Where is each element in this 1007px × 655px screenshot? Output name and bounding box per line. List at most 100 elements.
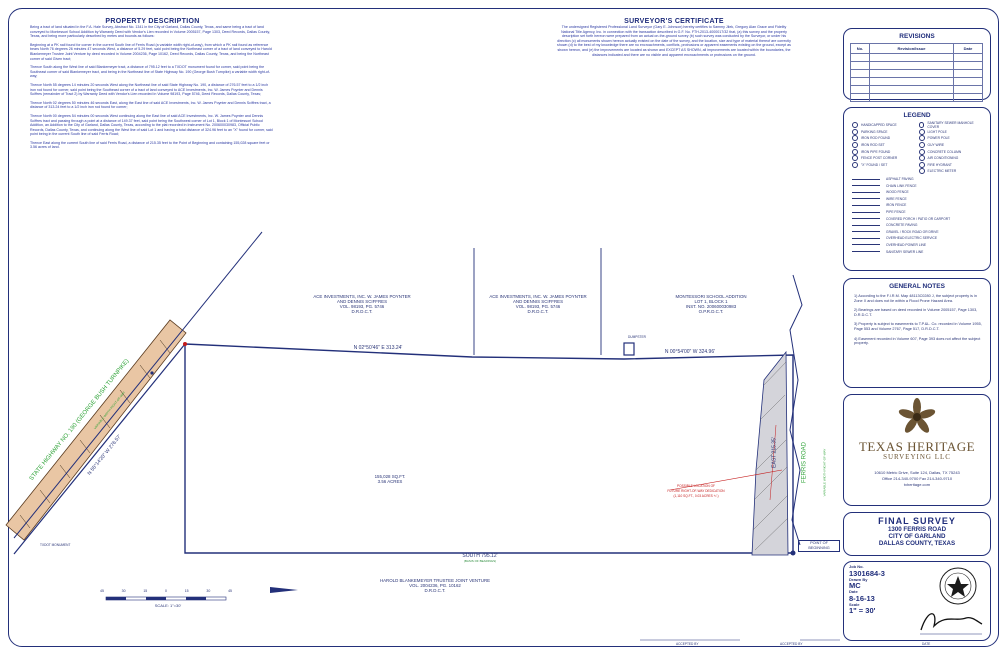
legend-line-label: GRAVEL / ROCK ROAD OR DRIVE [886, 229, 939, 234]
area-acres: 3.56 ACRES [377, 479, 403, 484]
lot-label-line: ACE INVESTMENTS, INC. W. JAMES POYNTER [313, 294, 411, 299]
legend-item: PARKING SPACE [852, 128, 919, 136]
legend-line-label: IRON FENCE [886, 203, 907, 208]
company-logo-icon [898, 398, 936, 433]
revision-cell [850, 77, 870, 86]
revision-row [850, 77, 983, 86]
easement-note-line: (1,110 SQ.FT., 0.03 ACRES +/-) [673, 494, 719, 498]
revision-cell [869, 85, 954, 94]
company-name: TEXAS HERITAGE [858, 439, 976, 454]
easement-note: POSSIBLE LOCATION OF FUTURE RIGHT-OF-WAY… [646, 484, 746, 499]
surveyor-certificate: SURVEYOR'S CERTIFICATE The undersigned R… [555, 18, 793, 61]
revision-cell [869, 61, 954, 70]
legend-line-label: SANITARY SEWER LINE [886, 249, 924, 254]
revision-cell [953, 69, 983, 78]
drawn-value: MC [849, 581, 861, 590]
scale-tick-label: 45 [100, 589, 104, 593]
lot-label-line: AND DENNIS SCIFFRES [336, 299, 387, 304]
east-hatch-strip [751, 350, 789, 556]
legend-item-label: IRON ROD FOUND [861, 136, 891, 141]
date-footer-label: DATE [922, 642, 931, 646]
legend-heading: LEGEND [903, 112, 931, 119]
legend-symbol-icon [918, 161, 925, 168]
boundary-southwest [13, 343, 186, 555]
legend-symbol-icon [852, 161, 858, 168]
legend-item-label: ELECTRIC METER [927, 169, 957, 174]
iron-rod-marker [150, 371, 154, 375]
legend-item: SANITARY SEWER MANHOLE COVER [918, 121, 986, 129]
lot-label-line: LOT 1, BLOCK 1 [694, 299, 728, 304]
description-paragraph: Thence East along the current South line… [30, 140, 270, 150]
accepted-by-label-1: ACCEPTED BY [676, 642, 699, 646]
general-note: 3) Property is subject to easements to T… [854, 322, 982, 331]
legend-line-symbol-icon [852, 244, 880, 246]
lot-label-line: AND DENNIS SCIFFRES [512, 299, 563, 304]
general-note: 2) Bearings are based on deed recorded i… [854, 308, 978, 317]
pob-marker [790, 550, 796, 556]
job-info-panel: Job No. 1301684-3 Drawn By MC Date 8-16-… [843, 561, 991, 641]
legend-line-symbol-icon [852, 198, 880, 200]
company-name-sub: SURVEYING LLC [883, 453, 951, 461]
legend-symbol-icon [918, 155, 925, 162]
red-dim-line [769, 424, 777, 501]
scale-tick-label: 15 [143, 589, 148, 593]
lot-label-line: VOL. 2004236, PG. 10162 [409, 583, 461, 588]
revision-cell [850, 85, 870, 94]
description-paragraph: The undersigned Registered Professional … [557, 25, 791, 57]
lot-label-line: D.R.D.C.T. [527, 309, 549, 314]
lot-label-ace-left: ACE INVESTMENTS, INC. W. JAMES POYNTER A… [292, 294, 432, 314]
revision-cell [869, 69, 954, 78]
general-notes-panel: GENERAL NOTES 1) According to the F.I.R.… [843, 278, 991, 388]
legend-symbol-icon [852, 122, 858, 129]
property-description: PROPERTY DESCRIPTION Being a tract of la… [30, 18, 275, 154]
company-phone: Office 214-340-9700 Fax 214-340-9710 [881, 476, 953, 481]
legend-item: POWER POLE [918, 135, 986, 142]
lot-label-montessori: MONTESSORI SCHOOL ADDITION LOT 1, BLOCK … [646, 294, 776, 314]
pob-line: BEGINNING [808, 546, 830, 550]
legend-line-item: PIPE FENCE [852, 209, 984, 216]
bearing-south-basis: (BASIS OF BEARINGS) [463, 559, 497, 563]
job-info-fields: Job No. 1301684-3 Drawn By MC Date 8-16-… [849, 564, 885, 615]
rev-col-date: Date [953, 43, 983, 54]
easement-leader [669, 469, 783, 491]
general-note: 1) According to the F.I.R.M. Map 48113C0… [854, 294, 977, 303]
legend-item: IRON ROD FOUND [852, 135, 919, 142]
legend-item: AIR CONDITIONING [918, 155, 986, 162]
legend-line-symbol-icon [852, 185, 880, 187]
scale-tick-label: 30 [206, 589, 211, 593]
legend-item: IRON PIPE FOUND [852, 148, 919, 155]
legend-item-label: GUY WIRE [927, 143, 945, 148]
surveyor-seal-and-signature [920, 567, 983, 635]
legend-line-item: SANITARY SEWER LINE [852, 248, 984, 255]
lot-label-line: ACE INVESTMENTS, INC. W. JAMES POYNTER [489, 294, 587, 299]
easement-note-line: FUTURE RIGHT-OF-WAY DEDICATION [667, 489, 725, 493]
highway-hatch-band [5, 319, 187, 541]
job-no-label: Job No. [849, 564, 864, 569]
easement-note-line: POSSIBLE LOCATION OF [676, 484, 716, 488]
legend-symbol-icon [852, 135, 858, 142]
point-of-beginning-label: POINT OF BEGINNING [798, 540, 840, 552]
legend-item: ELECTRIC METER [918, 168, 986, 175]
legend-item: FIRE HYDRANT [918, 161, 986, 169]
title-block-panel: FINAL SURVEY 1300 FERRIS ROAD CITY OF GA… [843, 512, 991, 556]
legend-line-item: GRAVEL / ROCK ROAD OR DRIVE [852, 229, 984, 236]
legend-line-label: CONCRETE PAVING [886, 223, 918, 228]
legend-item: "X" FOUND / SET [852, 161, 919, 169]
highway-row-line [13, 231, 263, 539]
legend-symbol-icon [852, 155, 858, 162]
company-website: txheritage.com [903, 482, 931, 487]
property-description-body: Being a tract of land situated in the F.… [30, 25, 275, 150]
legend-line-symbol-icon [852, 178, 880, 180]
title-city: CITY OF GARLAND [888, 533, 946, 540]
legend-line-symbol-icon [852, 204, 880, 206]
revision-row [850, 85, 983, 94]
job-no-value: 1301684-3 [849, 568, 885, 578]
legend-line-label: COVERED PORCH / PATIO OR CARPORT [886, 216, 951, 221]
revision-cell [869, 93, 954, 102]
legend-item: CONCRETE COLUMN [918, 148, 986, 155]
legend-symbol-icon [852, 142, 858, 149]
revision-cell [953, 85, 983, 94]
